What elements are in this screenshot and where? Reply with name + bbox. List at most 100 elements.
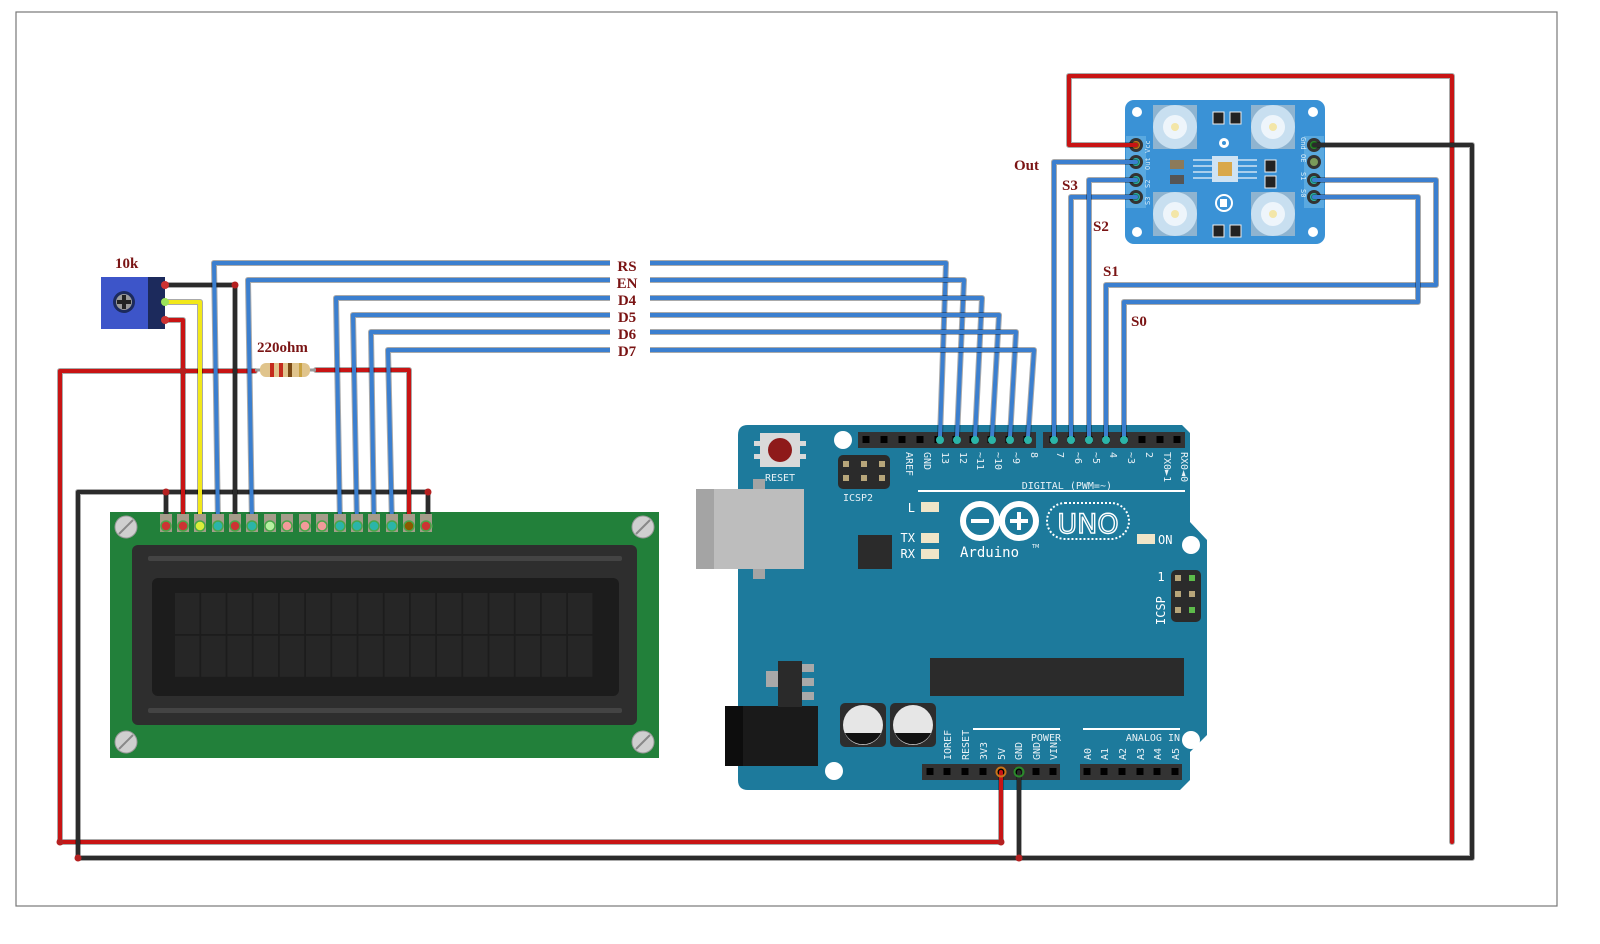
arduino-digital-pin xyxy=(1024,436,1032,444)
pot-terminal xyxy=(161,316,169,324)
label-out: Out xyxy=(1014,158,1039,174)
label-s3: S3 xyxy=(1062,178,1078,194)
led-l-label: L xyxy=(908,501,915,515)
screw-icon xyxy=(631,515,655,539)
reset-button[interactable] xyxy=(754,433,806,467)
arduino-digital-pin xyxy=(1067,436,1075,444)
arduino-power-pin xyxy=(995,766,1007,778)
wire-s3 xyxy=(1069,195,1138,439)
wire-s1 xyxy=(1104,178,1438,439)
pot-terminal xyxy=(161,281,169,289)
lcd-character-cell xyxy=(437,593,462,634)
lcd-pin-pad xyxy=(403,520,415,532)
analog-label: ANALOG IN xyxy=(1126,733,1180,744)
potentiometer-10k[interactable] xyxy=(101,277,165,329)
wire-sensor-gnd xyxy=(1017,143,1474,860)
lcd-character-cell xyxy=(201,635,226,677)
led-die xyxy=(1171,123,1179,131)
power-pin-label: GND xyxy=(1032,742,1043,760)
icsp2-pin xyxy=(861,475,867,481)
smd-resistor xyxy=(1212,111,1225,125)
header-socket xyxy=(1083,768,1091,775)
lcd-character-cell xyxy=(201,593,226,634)
arduino-digital-pin xyxy=(1085,436,1093,444)
header-socket xyxy=(1156,436,1164,443)
analog-pin-label: A2 xyxy=(1118,748,1129,760)
label-s2: S2 xyxy=(1093,219,1109,235)
icsp2-pin xyxy=(861,461,867,467)
header-socket xyxy=(926,768,934,775)
lcd-character-cell xyxy=(358,593,383,634)
lcd-character-cell xyxy=(332,593,357,634)
digital-pin-label: ~11 xyxy=(974,452,985,470)
led-on xyxy=(1137,534,1155,544)
icsp2-pin xyxy=(879,475,885,481)
digital-pin-label: ~9 xyxy=(1010,452,1021,464)
gear-icon xyxy=(1219,138,1229,148)
arduino-power-pin xyxy=(1013,766,1025,778)
lcd-character-cell xyxy=(568,635,593,677)
smd-resistor xyxy=(1229,111,1242,125)
digital-pin-label: TX0►1 xyxy=(1161,452,1172,482)
lcd-character-cell xyxy=(515,635,540,677)
wire-junction xyxy=(56,838,64,846)
digital-pin-label: 8 xyxy=(1028,452,1039,458)
power-pin-label: RESET xyxy=(961,730,972,760)
icsp-pin xyxy=(1175,575,1181,581)
reset-label: RESET xyxy=(765,473,795,484)
digital-pin-label: ~5 xyxy=(1090,452,1101,464)
label-rs: RS xyxy=(617,259,636,275)
wire-junction xyxy=(1015,854,1023,862)
digital-pin-label: 4 xyxy=(1107,452,1118,458)
lcd-module xyxy=(110,512,659,758)
label-d7: D7 xyxy=(618,344,637,360)
icsp-pin xyxy=(1189,591,1195,597)
screw-icon xyxy=(114,515,138,539)
lcd-character-cell xyxy=(332,635,357,677)
brand-label: Arduino xyxy=(960,545,1019,561)
trademark-label: TM xyxy=(1031,544,1039,550)
sensor-leds xyxy=(1153,105,1295,236)
lcd-character-cell xyxy=(358,635,383,677)
lcd-pin-pad xyxy=(368,520,380,532)
digital-pin-label: ~10 xyxy=(992,452,1003,470)
header-socket xyxy=(1118,768,1126,775)
lcd-pin-pad xyxy=(160,520,172,532)
sensor-pin-label: S3 xyxy=(1144,197,1152,205)
sensor-chip xyxy=(1193,156,1257,182)
wire-junction xyxy=(231,281,239,289)
wire-d5 xyxy=(351,313,1001,528)
lcd-character-cell xyxy=(227,593,252,634)
lcd-character-cell xyxy=(175,593,200,634)
wire-pot-vcc xyxy=(163,318,185,373)
header-socket xyxy=(979,768,987,775)
smd-resistor xyxy=(1212,224,1225,238)
header-socket xyxy=(916,436,924,443)
led-die xyxy=(1171,210,1179,218)
label-en: EN xyxy=(617,276,638,292)
atmega-chip xyxy=(930,658,1184,696)
wire-gnd-rail xyxy=(76,490,1021,860)
icsp-pin xyxy=(1189,607,1195,613)
wire-out xyxy=(1052,160,1138,439)
mounting-hole xyxy=(1182,731,1200,749)
sensor-pin-label: OE xyxy=(1299,154,1307,162)
led-tx xyxy=(921,533,939,543)
lcd-signal-labels: RS EN D4 D5 D6 D7 xyxy=(610,257,650,360)
header-socket xyxy=(1136,768,1144,775)
wire-d4 xyxy=(334,296,984,528)
lcd-pin-pad xyxy=(316,520,328,532)
sensor-pin-label: S2 xyxy=(1144,180,1152,188)
sensor-pin-label: S1 xyxy=(1299,172,1307,180)
led-die xyxy=(1269,123,1277,131)
lcd-character-cell xyxy=(253,635,278,677)
lcd-pin-pad xyxy=(281,520,293,532)
mounting-hole xyxy=(834,431,852,449)
wire-d6 xyxy=(369,330,1018,528)
lcd-pin-pad xyxy=(299,520,311,532)
wire-contrast xyxy=(163,300,202,528)
lcd-character-cell xyxy=(384,593,409,634)
sensor-pin-pad xyxy=(1310,158,1318,166)
analog-pin-label: A5 xyxy=(1171,748,1182,760)
